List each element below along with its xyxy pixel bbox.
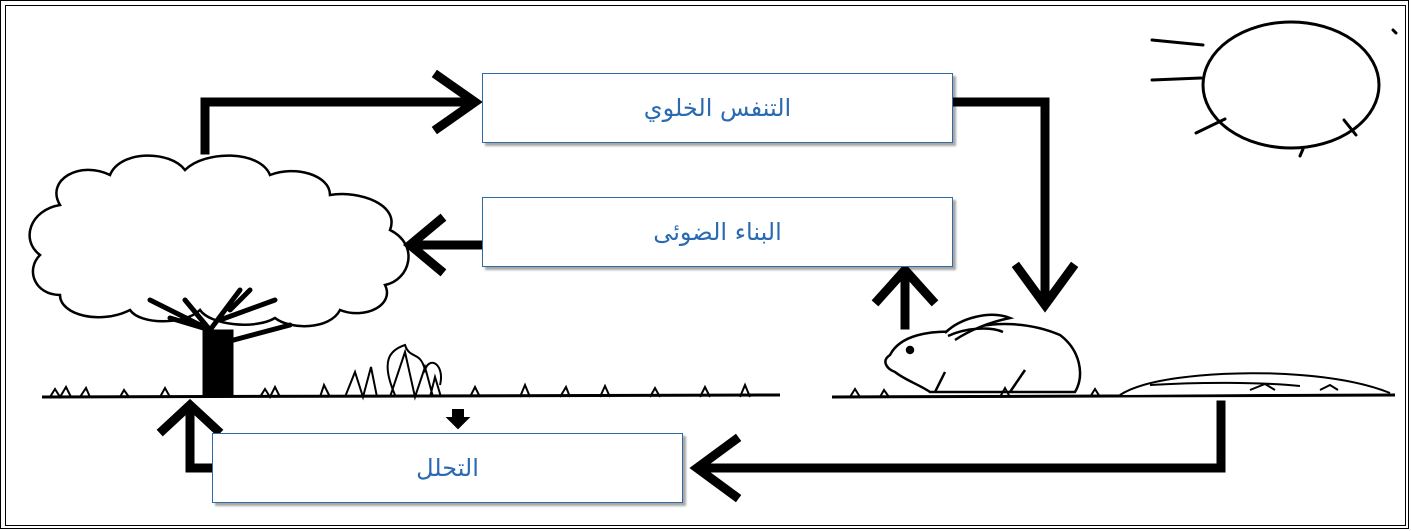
arrowhead-photosynthesis xyxy=(871,263,939,307)
photosynthesis-label-box: البناء الضوئى xyxy=(482,197,953,267)
cycle-arrows xyxy=(156,69,1226,503)
arrowhead-ground xyxy=(156,398,224,437)
fallen-animal-icon xyxy=(831,372,1396,399)
sun-icon xyxy=(1150,20,1398,158)
rabbit-icon xyxy=(884,313,1082,394)
arrow-tree-to-respiration xyxy=(200,97,475,155)
decomposition-label-box: التحلل xyxy=(212,433,683,503)
arrow-respiration-to-rabbit xyxy=(950,97,1050,305)
arrowhead-decomposition xyxy=(689,433,742,503)
photosynthesis-label: البناء الضوئى xyxy=(653,218,782,246)
arrowhead-rabbit xyxy=(1011,261,1079,313)
decomposition-label: التحلل xyxy=(416,454,479,482)
arrowhead-tree xyxy=(402,213,447,277)
grass-icon xyxy=(41,343,781,430)
arrowhead-respiration xyxy=(431,69,483,135)
tree-icon xyxy=(28,154,410,398)
respiration-label-box: التنفس الخلوي xyxy=(482,73,953,143)
arrow-decomposition-to-tree xyxy=(185,410,215,473)
arrow-ground-to-decomposition xyxy=(695,400,1226,473)
respiration-label: التنفس الخلوي xyxy=(643,94,792,122)
diagram-inner-frame xyxy=(5,5,1406,526)
